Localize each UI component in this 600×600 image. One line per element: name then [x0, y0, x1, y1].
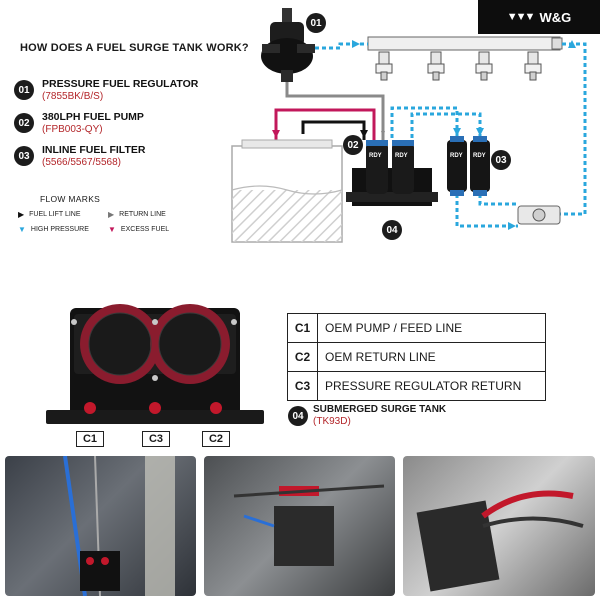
high-pressure-line	[478, 194, 518, 206]
flow-mark-return: ▶ RETURN LINE	[108, 210, 166, 219]
high-pressure-line	[315, 42, 368, 50]
port-label-c2: C2	[202, 431, 230, 447]
surge-tank-illustration	[46, 304, 264, 424]
flow-mark-excess: ▼ EXCESS FUEL	[108, 225, 170, 234]
pump-brand: RDY	[395, 153, 408, 159]
connections-table: C1 OEM PUMP / FEED LINE C2 OEM RETURN LI…	[287, 313, 546, 401]
tank-name: SUBMERGED SURGE TANK	[313, 404, 447, 415]
flow-mark-high-pressure: ▼ HIGH PRESSURE	[18, 225, 89, 234]
install-photo-art	[416, 490, 584, 592]
install-photo-art	[233, 484, 385, 566]
connection-code: C1	[287, 313, 318, 343]
table-row: C2 OEM RETURN LINE	[287, 342, 546, 372]
flow-marks-title: FLOW MARKS	[40, 194, 101, 204]
brand-mark-icon: ▼▼▼	[506, 11, 536, 23]
high-pressure-line	[455, 194, 518, 228]
fuel-rail-endcap	[551, 37, 563, 50]
page-title: HOW DOES A FUEL SURGE TANK WORK?	[20, 42, 249, 54]
inline-filter	[470, 136, 490, 196]
port-c1	[84, 402, 96, 414]
pump-brand: RDY	[369, 153, 382, 159]
legend-code: (FPB003-QY)	[42, 124, 103, 135]
high-pressure-line	[390, 106, 459, 138]
port-label-c1: C1	[76, 431, 104, 447]
install-photo-1	[5, 456, 196, 596]
fuel-system-schematic	[231, 8, 587, 243]
injector	[475, 51, 493, 81]
install-photo-art	[63, 456, 175, 596]
tank-code: (TK93D)	[313, 416, 351, 427]
legend-name: 380LPH FUEL PUMP	[42, 111, 144, 123]
return-line	[285, 82, 385, 140]
brand-text: W&G	[539, 9, 572, 25]
table-row: C1 OEM PUMP / FEED LINE	[287, 313, 546, 343]
connection-code: C3	[287, 371, 318, 401]
port-c2	[210, 402, 222, 414]
arrow-right-icon: ▶	[18, 210, 25, 219]
filter-brand: RDY	[473, 153, 486, 159]
badge-02: 02	[14, 113, 34, 133]
port-label-c3: C3	[142, 431, 170, 447]
connection-code: C2	[287, 342, 318, 372]
high-pressure-line	[410, 112, 482, 138]
arrow-down-icon: ▼	[108, 225, 116, 234]
injector	[375, 51, 393, 81]
connection-desc: OEM RETURN LINE	[317, 342, 546, 372]
connection-desc: OEM PUMP / FEED LINE	[317, 313, 546, 343]
legend-code: (5566/5567/5568)	[42, 157, 121, 168]
legend-code: (7855BK/B/S)	[42, 91, 104, 102]
badge-01: 01	[14, 80, 34, 100]
brand-logo: ▼▼▼ W&G	[478, 0, 600, 34]
port-c3	[149, 402, 161, 414]
outlet-regulator	[517, 205, 561, 225]
injector	[524, 51, 542, 81]
fuel-rail	[367, 36, 561, 51]
surge-tank	[346, 140, 438, 206]
flow-mark-lift: ▶ FUEL LIFT LINE	[18, 210, 81, 219]
badge-04: 04	[382, 220, 402, 240]
high-pressure-line	[560, 42, 587, 216]
install-photo-2	[204, 456, 395, 596]
legend-name: INLINE FUEL FILTER	[42, 144, 146, 156]
badge-02: 02	[343, 135, 363, 155]
arrow-right-icon: ▶	[108, 210, 115, 219]
oem-fuel-tank	[231, 139, 343, 243]
connection-desc: PRESSURE REGULATOR RETURN	[317, 371, 546, 401]
pressure-regulator	[261, 8, 315, 82]
filter-brand: RDY	[450, 153, 463, 159]
inline-filter	[447, 136, 467, 196]
injector	[427, 51, 445, 81]
badge-01: 01	[306, 13, 326, 33]
badge-03: 03	[14, 146, 34, 166]
install-photo-3	[403, 456, 595, 596]
badge-04: 04	[288, 406, 308, 426]
badge-03: 03	[491, 150, 511, 170]
excess-fuel-line	[274, 108, 376, 140]
legend-name: PRESSURE FUEL REGULATOR	[42, 78, 199, 90]
arrow-down-icon: ▼	[18, 225, 26, 234]
table-row: C3 PRESSURE REGULATOR RETURN	[287, 371, 546, 401]
